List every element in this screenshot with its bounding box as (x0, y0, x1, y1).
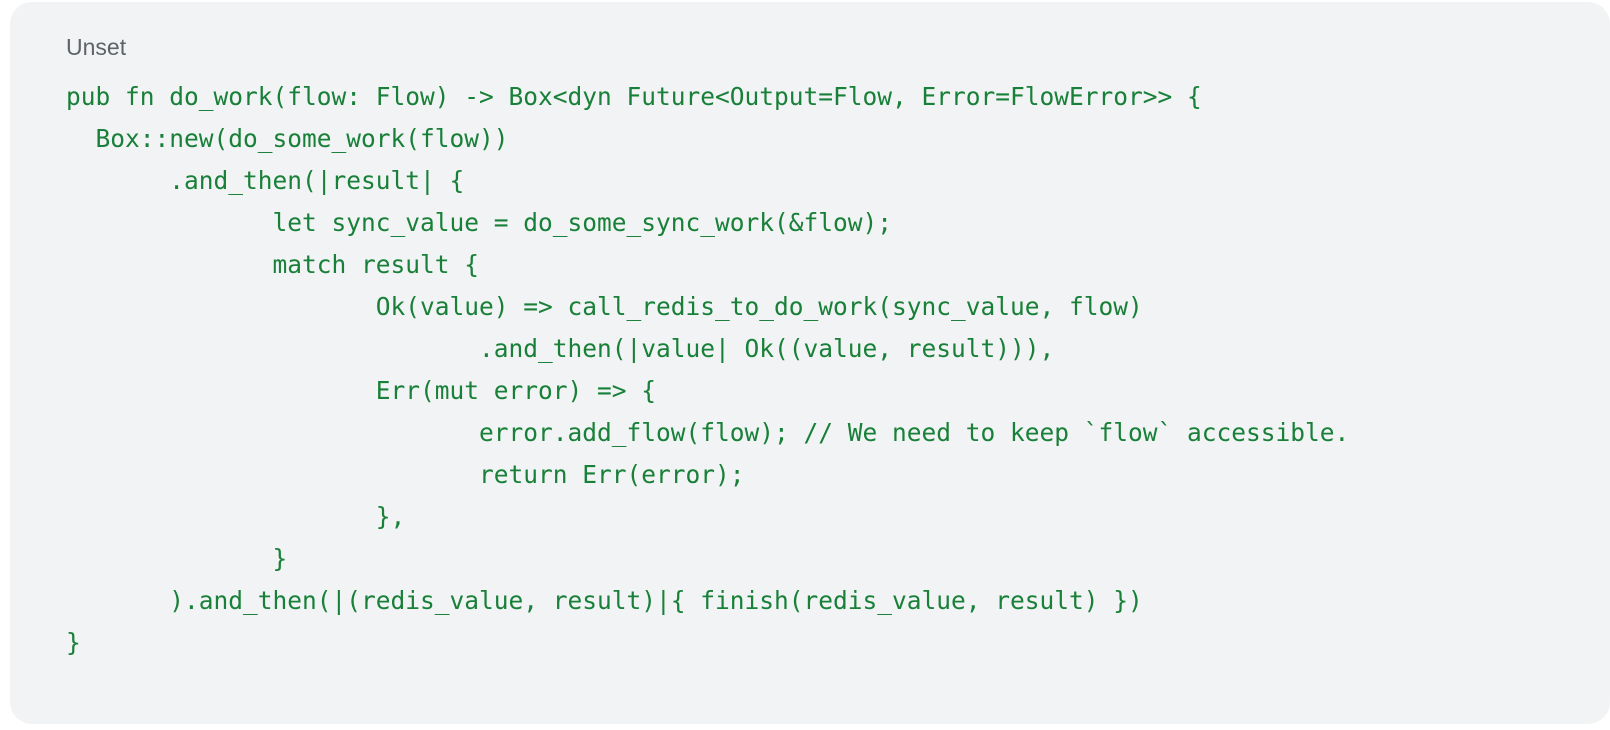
code-line: Box::new(do_some_work(flow)) (66, 124, 509, 153)
code-line: error.add_flow(flow); // We need to keep… (66, 418, 1350, 447)
code-content[interactable]: pub fn do_work(flow: Flow) -> Box<dyn Fu… (66, 76, 1349, 664)
code-line: .and_then(|value| Ok((value, result))), (66, 334, 1055, 363)
code-language-label: Unset (66, 34, 127, 60)
code-line: } (66, 628, 81, 657)
code-line: Err(mut error) => { (66, 376, 657, 405)
code-line: .and_then(|result| { (66, 166, 465, 195)
code-line: let sync_value = do_some_sync_work(&flow… (66, 208, 893, 237)
code-line: ).and_then(|(redis_value, result)|{ fini… (66, 586, 1143, 615)
code-line: return Err(error); (66, 460, 745, 489)
code-line: }, (66, 502, 406, 531)
code-line: pub fn do_work(flow: Flow) -> Box<dyn Fu… (66, 82, 1202, 111)
code-line: } (66, 544, 288, 573)
code-line: match result { (66, 250, 480, 279)
code-block: Unset pub fn do_work(flow: Flow) -> Box<… (10, 2, 1610, 724)
code-line: Ok(value) => call_redis_to_do_work(sync_… (66, 292, 1143, 321)
